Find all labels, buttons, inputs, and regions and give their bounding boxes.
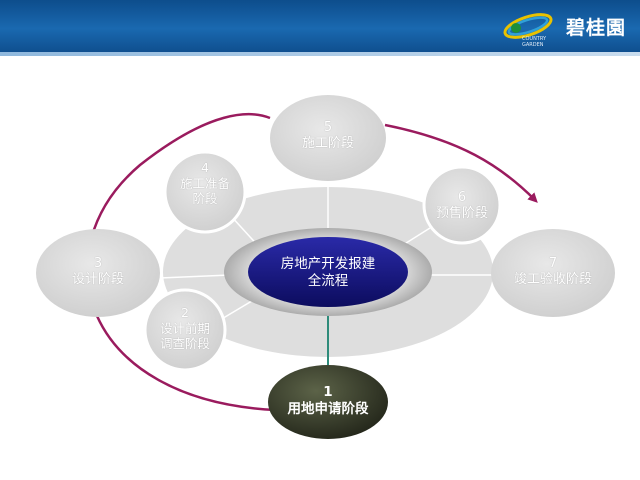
logo-subtitle: COUNTRY GARDEN	[521, 36, 547, 48]
company-logo: COUNTRY GARDEN 碧桂園	[502, 6, 626, 48]
center-label: 房地产开发报建 全流程	[258, 256, 398, 290]
center-line-2: 全流程	[307, 272, 349, 289]
stage-3-name: 设计阶段	[71, 272, 124, 288]
stage-7-number: 7	[548, 256, 558, 271]
stage-node-5	[270, 95, 386, 181]
stage-label-6: 6 预售阶段	[417, 190, 507, 223]
center-hub	[248, 237, 408, 307]
stage-node-2	[143, 288, 227, 372]
stage-4-name-2: 阶段	[192, 191, 218, 207]
stage-2-name: 设计前期	[159, 320, 210, 336]
header-bar: COUNTRY GARDEN 碧桂園	[0, 0, 640, 52]
stage-6-number: 6	[457, 190, 467, 205]
stage-2-number: 2	[181, 305, 189, 320]
logo-text: 碧桂園	[565, 16, 626, 39]
stage-node-1	[268, 365, 388, 439]
stage-node-3	[36, 229, 160, 317]
stage-4-number: 4	[201, 160, 209, 175]
stage-label-2: 2 设计前期 调查阶段	[140, 305, 230, 352]
header-divider	[0, 52, 640, 56]
stage-3-number: 3	[93, 256, 103, 271]
stage-7-name: 竣工验收阶段	[513, 272, 592, 288]
stage-5-number: 5	[323, 120, 333, 135]
center-line-1: 房地产开发报建	[280, 256, 376, 272]
logo-mark-icon: COUNTRY GARDEN	[502, 8, 560, 48]
stage-node-7	[491, 229, 615, 317]
stage-5-name: 施工阶段	[301, 136, 354, 152]
stage-label-3: 3 设计阶段	[48, 256, 148, 289]
stage-1-name: 用地申请阶段	[287, 400, 369, 417]
stage-1-number: 1	[323, 384, 333, 400]
stage-label-1: 1 用地申请阶段	[268, 384, 388, 418]
stage-label-7: 7 竣工验收阶段	[495, 256, 611, 289]
cycle-arrow	[85, 113, 276, 412]
stage-6-name: 预售阶段	[435, 206, 488, 222]
stage-node-6	[422, 165, 502, 245]
stage-node-4	[163, 150, 247, 234]
cycle-arrow-head-segment	[384, 123, 538, 203]
stage-label-4: 4 施工准备 阶段	[160, 160, 250, 207]
stage-2-name-2: 调查阶段	[159, 336, 210, 352]
connector-3	[159, 274, 231, 279]
stage-label-5: 5 施工阶段	[278, 120, 378, 153]
stage-4-name: 施工准备	[179, 175, 230, 191]
